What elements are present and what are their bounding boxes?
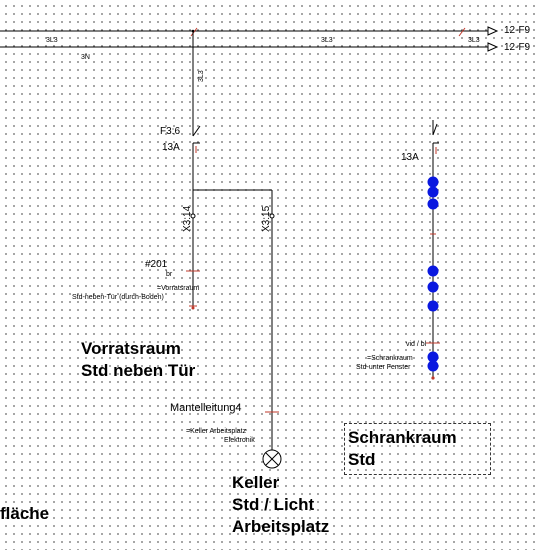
cable-color-label: br [166, 271, 173, 278]
blue-marker[interactable] [427, 186, 439, 198]
terminal-x3-15[interactable] [269, 213, 275, 219]
lamp-cross-b [265, 452, 279, 466]
right-breaker-blade[interactable] [432, 123, 438, 136]
blue-marker[interactable] [427, 351, 439, 363]
terminal-label-x3-15[interactable]: X3:15 [261, 205, 272, 232]
blue-marker[interactable] [427, 176, 439, 188]
breaker-rating-left: 13A [162, 142, 180, 153]
right-end-dot [431, 376, 435, 380]
heading-std-licht: Std / Licht [232, 495, 315, 514]
heading-vorratsraum: Vorratsraum [81, 339, 181, 358]
blue-marker[interactable] [427, 198, 439, 210]
cutoff-heading: fläche [0, 504, 50, 523]
heading-arbeitsplatz: Arbeitsplatz [232, 517, 330, 536]
heading-std-neben-tuer: Std neben Tür [81, 361, 196, 380]
breaker-rating-right: 13A [401, 152, 419, 163]
bus-label-3l3-left: 3L3 [46, 37, 58, 44]
target-label-bottom[interactable]: 12-F9 [504, 42, 531, 53]
blue-marker[interactable] [427, 300, 439, 312]
wire-colors-right: vid / bl [406, 341, 427, 348]
breaker-name-f36[interactable]: F3:6 [160, 126, 181, 137]
bus-tick-left [190, 27, 198, 37]
heading-keller: Keller [232, 473, 280, 492]
box-heading-std: Std [348, 450, 376, 469]
blue-marker[interactable] [427, 265, 439, 277]
blue-marker[interactable] [427, 281, 439, 293]
arrow-12f9-bottom[interactable] [487, 42, 499, 52]
bus-label-3l3-right: 3L3 [468, 37, 480, 44]
cable-number-201[interactable]: #201 [145, 259, 168, 270]
location-vorratsraum: =Vorratsraum [157, 285, 200, 292]
box-heading-schrankraum: Schrankraum [348, 428, 457, 447]
location-keller: =Keller Arbeitsplatz [186, 428, 247, 435]
blue-markers [427, 176, 439, 372]
target-label-top[interactable]: 12-F9 [504, 25, 531, 36]
blue-marker[interactable] [427, 360, 439, 372]
location-schrankraum: =Schrankraum [367, 355, 413, 362]
location-detail-left: Std-neben-Tür (durch-Boden) [72, 294, 164, 301]
terminal-label-x3-14[interactable]: X3:14 [182, 205, 193, 232]
location-detail-keller: Elektronik [224, 437, 255, 444]
schrankraum-box[interactable]: Schrankraum Std [344, 423, 491, 475]
terminal-x3-14[interactable] [190, 213, 196, 219]
cable-type-mantelleitung[interactable]: Mantelleitung4 [170, 402, 242, 414]
left-breaker-blade[interactable] [192, 125, 201, 137]
location-detail-right: Std-unter Fenster [356, 364, 411, 371]
bus-label-3n: 3N [81, 54, 90, 61]
bus-label-3l3-mid: 3L3 [321, 37, 333, 44]
drop-label-3l3: 3L3 [198, 70, 205, 82]
arrow-12f9-top[interactable] [487, 26, 499, 36]
left-end-dot [191, 306, 195, 310]
bus-tick-right [458, 27, 466, 37]
